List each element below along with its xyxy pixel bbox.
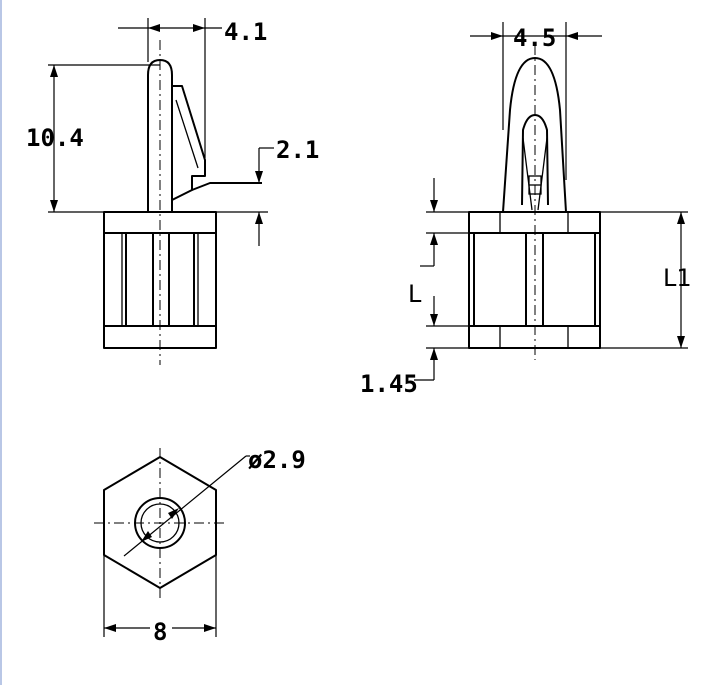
- top-view: ø2.9 8: [94, 446, 306, 646]
- dim-side-width: 4.1: [224, 18, 267, 46]
- dim-front-gap: 1.45: [360, 370, 418, 398]
- front-view: 4.5 L1 L 1.45: [360, 22, 692, 398]
- side-view-slot-left: [125, 232, 154, 327]
- dim-side-step: 2.1: [276, 136, 319, 164]
- front-view-slot-left: [473, 232, 527, 327]
- dim-side-height: 10.4: [26, 124, 84, 152]
- front-view-pin: [502, 57, 567, 213]
- side-view-shoulder: [191, 182, 262, 191]
- side-view-slot-right: [168, 232, 195, 327]
- side-view: 4.1 10.4 2.1: [26, 18, 319, 365]
- dim-front-L: L: [408, 280, 422, 308]
- dim-hex-width: 8: [153, 618, 167, 646]
- page-border: [0, 0, 2, 685]
- side-view-latch-inner: [175, 99, 199, 169]
- dim-front-width: 4.5: [513, 24, 556, 52]
- dim-front-L1: L1: [663, 264, 692, 292]
- front-view-slot-right: [542, 232, 596, 327]
- dim-hole-diameter: ø2.9: [248, 446, 306, 474]
